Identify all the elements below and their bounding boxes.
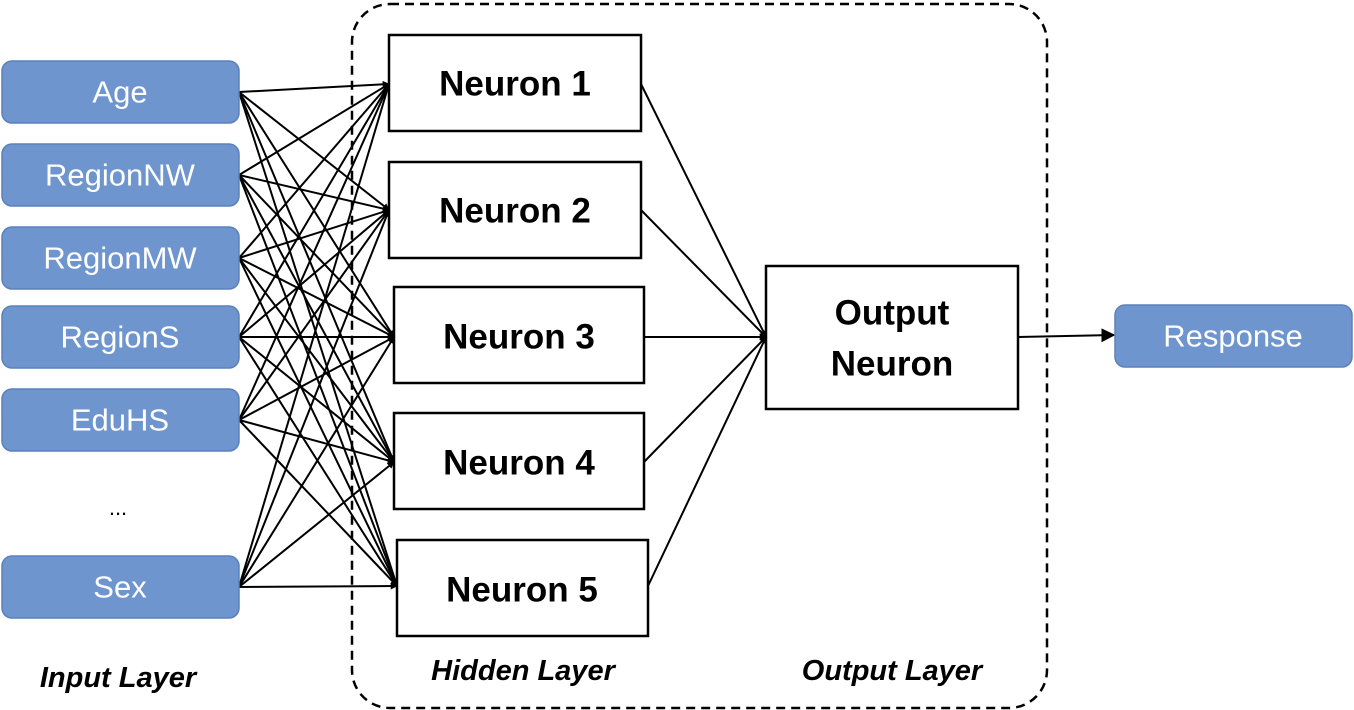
input-label-regionmw: RegionMW [43,241,197,276]
edge-input-4-to-hidden-5 [238,336,398,587]
edge-input-1-to-hidden-5 [238,91,399,587]
edge-input-2-to-hidden-5 [238,174,399,587]
edge-hidden-1-to-output [640,83,767,338]
edge-input-4-to-hidden-4 [238,336,395,463]
edge-input-2-to-hidden-1 [238,83,390,176]
hidden-neuron-4: Neuron 4 [392,411,646,511]
input-label-eduhs: EduHS [71,403,169,438]
input-ellipsis: ... [109,495,127,520]
input-node-regionmw: RegionMW [1,226,240,290]
edge-input-1-to-hidden-3 [238,91,395,338]
edge-input-3-to-hidden-1 [238,83,390,259]
connections [238,80,1116,590]
output-neuron: Output Neuron [764,264,1020,411]
output-neuron-label-line2: Neuron [831,345,954,384]
edge-input-3-to-hidden-2 [238,208,390,259]
edge-input-2-to-hidden-3 [238,174,395,338]
hidden-neuron-4-label: Neuron 4 [443,444,595,483]
edge-input-4-to-hidden-2 [238,209,390,338]
hidden-layer-label: Hidden Layer [431,655,616,687]
input-node-sex: Sex [1,555,240,619]
edge-input-2-to-hidden-4 [238,174,395,463]
response-node: Response [1114,304,1353,368]
hidden-neuron-2: Neuron 2 [387,160,643,260]
edge-input-6-to-hidden-4 [238,461,395,588]
hidden-output-frame [350,2,1049,710]
hidden-neuron-5: Neuron 5 [395,538,650,638]
edge-input-6-to-hidden-1 [238,83,391,588]
input-label-regionnw: RegionNW [45,158,196,193]
edge-input-5-to-hidden-3 [238,336,395,421]
edge-input-5-to-hidden-4 [238,419,395,464]
output-neuron-label-line1: Output [835,294,950,333]
edge-input-1-to-hidden-1 [238,80,390,93]
edge-input-6-to-hidden-2 [238,209,390,588]
input-node-regionnw: RegionNW [1,143,240,207]
edge-input-3-to-hidden-4 [238,257,395,463]
hidden-neuron-3: Neuron 3 [392,285,646,385]
edge-input-3-to-hidden-3 [238,257,395,338]
edge-hidden-5-to-output [647,336,767,587]
hidden-neuron-1: Neuron 1 [387,33,643,133]
edge-input-4-to-hidden-1 [238,83,390,338]
edge-input-5-to-hidden-1 [238,83,390,421]
edge-input-6-to-hidden-5 [238,582,398,590]
input-label-age: Age [92,75,147,110]
input-layer-label: Input Layer [40,662,198,694]
edge-input-1-to-hidden-4 [238,91,395,463]
input-node-age: Age [1,60,240,124]
input-node-regions: RegionS [1,305,240,369]
edge-input-5-to-hidden-2 [238,209,390,421]
hidden-neuron-3-label: Neuron 3 [443,318,595,357]
hidden-neuron-2-label: Neuron 2 [439,192,591,231]
edge-output-to-response [1017,328,1116,343]
input-node-eduhs: EduHS [1,388,240,452]
edge-input-5-to-hidden-5 [238,419,398,587]
response-label: Response [1163,319,1303,354]
edge-hidden-4-to-output [643,336,767,463]
edge-hidden-2-to-output [640,209,767,338]
output-layer-label: Output Layer [802,655,984,687]
edge-input-3-to-hidden-5 [238,257,398,587]
edge-input-2-to-hidden-2 [238,174,390,212]
edge-input-1-to-hidden-2 [238,91,390,211]
input-label-regions: RegionS [61,320,180,355]
edge-input-6-to-hidden-3 [238,336,395,588]
input-label-sex: Sex [93,570,147,605]
hidden-neuron-1-label: Neuron 1 [439,65,591,104]
hidden-neuron-5-label: Neuron 5 [446,571,598,610]
